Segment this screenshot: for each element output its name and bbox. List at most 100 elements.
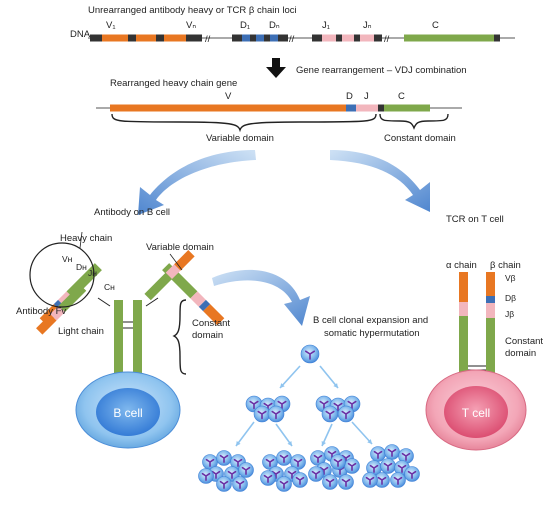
tcr-constant-label-2: domain — [505, 348, 536, 359]
variable-domain-label: Variable domain — [206, 133, 274, 144]
clone-cell — [338, 474, 354, 490]
tcr-receptor — [459, 272, 495, 374]
rearranged-j-label: J — [364, 91, 369, 102]
expansion-arrow — [235, 421, 255, 447]
antibody-constant-label-1: Constant — [192, 318, 230, 329]
expansion-arrow — [319, 365, 339, 389]
heavy-chain-label: Heavy chain — [60, 233, 112, 244]
clone-cell — [300, 344, 320, 364]
expansion-arrowhead — [236, 441, 241, 446]
clone-cell — [370, 446, 386, 462]
dna-label: DNA — [70, 29, 91, 40]
beta-chain-label: β chain — [490, 260, 521, 271]
bcell-title: Antibody on B cell — [94, 207, 170, 218]
constant-domain-label: Constant domain — [384, 133, 456, 144]
expansion-arrowhead — [321, 441, 326, 446]
clone-cell — [292, 472, 308, 488]
expansion-arrowhead — [287, 441, 292, 446]
rearranged-gene-title: Rearranged heavy chain gene — [110, 78, 237, 89]
dn-label: Dₙ — [269, 20, 280, 31]
t-cell-label: T cell — [462, 406, 490, 420]
clone-cell — [216, 450, 232, 466]
antibody-constant-label-2: domain — [192, 330, 223, 341]
dh-label: Dʜ — [76, 262, 87, 272]
expansion-arrow — [275, 423, 293, 447]
clone-cell — [310, 450, 326, 466]
vn-label: Vₙ — [186, 20, 196, 31]
expansion-arrow — [279, 365, 301, 389]
j1-label: J₁ — [322, 20, 330, 31]
antibody-constant-brace — [172, 299, 187, 375]
b-cell-label: B cell — [113, 406, 142, 420]
light-chain-label: Light chain — [58, 326, 104, 337]
clone-cell — [267, 405, 285, 423]
rearrangement-arrow — [266, 58, 286, 78]
c-label-top: C — [432, 20, 439, 31]
expansion-line1: B cell clonal expansion and — [313, 315, 428, 326]
clone-cell — [276, 450, 292, 466]
break-mark-2: // — [289, 34, 295, 45]
db-label: Dβ — [505, 293, 516, 303]
rearranged-v-label: V — [225, 91, 232, 102]
expansion-arrow — [351, 421, 373, 445]
heavy-chain-pointer — [79, 231, 83, 249]
clone-cell — [384, 444, 400, 460]
clone-cell — [253, 405, 271, 423]
tcr-constant-label-1: Constant — [505, 336, 543, 347]
variable-domain-brace — [111, 113, 377, 133]
clone-cell — [308, 466, 324, 482]
t-cell-nucleus — [444, 386, 508, 438]
jb-label: Jβ — [505, 309, 514, 319]
clone-cell — [262, 454, 278, 470]
jh-label: Jʜ — [88, 268, 97, 278]
clone-cell — [344, 458, 360, 474]
clone-cell — [216, 476, 232, 492]
clone-cell — [404, 466, 420, 482]
rearranged-d-label: D — [346, 91, 353, 102]
arrow-to-bcell — [138, 150, 256, 215]
unrearranged-dna-strand: // // // — [88, 34, 515, 45]
clone-cell — [232, 476, 248, 492]
clone-cell — [238, 462, 254, 478]
antibody-fv-label: Antibody Fv — [16, 306, 66, 317]
break-mark-3: // — [384, 34, 390, 45]
vh-label: Vʜ — [62, 254, 73, 264]
variable-domain-pointer — [169, 253, 183, 271]
expansion-arrowhead — [280, 383, 285, 388]
tcell-title: TCR on T cell — [446, 214, 504, 225]
alpha-chain-label: α chain — [446, 260, 477, 271]
clone-cell — [260, 470, 276, 486]
jn-label: Jₙ — [363, 20, 372, 31]
arrow-to-expansion — [212, 269, 310, 326]
expansion-line2: somatic hypermutation — [324, 328, 420, 339]
break-mark-1: // — [205, 34, 211, 45]
rearrangement-arrow-label: Gene rearrangement – VDJ combination — [296, 65, 467, 76]
rearranged-c-label: C — [398, 91, 405, 102]
clone-cell — [390, 472, 406, 488]
ch-label: Cʜ — [104, 282, 115, 292]
clone-cell — [374, 472, 390, 488]
clone-cell — [380, 458, 396, 474]
expansion-arrowhead — [333, 383, 338, 388]
loci-title: Unrearranged antibody heavy or TCR β cha… — [88, 5, 297, 16]
clone-cell — [198, 468, 214, 484]
clone-cell — [322, 474, 338, 490]
arrow-to-tcell — [330, 150, 430, 212]
clonal-expansion-tree — [198, 344, 420, 492]
antibody — [36, 250, 225, 380]
antibody-fv-circle — [29, 242, 95, 308]
vb-label: Vβ — [505, 273, 516, 283]
b-cell-nucleus — [96, 388, 160, 436]
clone-cell — [330, 454, 346, 470]
antibody-variable-domain-label: Variable domain — [146, 242, 214, 253]
d1-label: D₁ — [240, 20, 250, 31]
rearranged-gene-strand — [96, 104, 462, 112]
constant-domain-brace — [379, 113, 449, 130]
clone-cell — [290, 454, 306, 470]
clone-cell — [321, 405, 339, 423]
clone-cell — [337, 405, 355, 423]
clone-cell — [276, 476, 292, 492]
v1-label: V₁ — [106, 20, 116, 31]
